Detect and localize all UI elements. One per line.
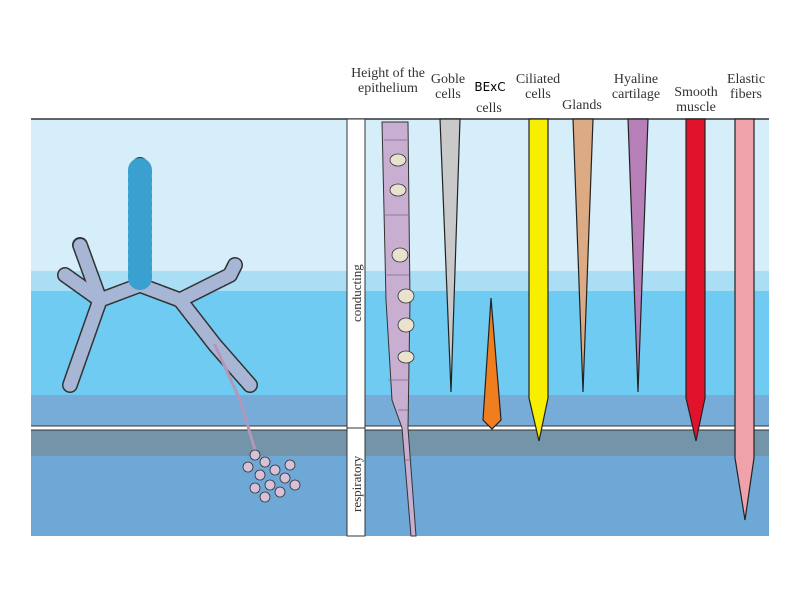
epithelium-column <box>381 121 417 537</box>
ciliated-header-top: Ciliated <box>515 72 561 87</box>
goblet-header-top: Goble <box>430 72 466 87</box>
feature-spikes <box>439 118 755 521</box>
smooth-muscle-spike <box>685 118 706 442</box>
smooth-muscle-header: Smooth muscle <box>674 85 718 115</box>
goblet-header-bottom: cells <box>435 87 461 102</box>
bexc-cells-header: cells <box>476 101 502 116</box>
goblet-cells-spike <box>439 118 461 393</box>
bexc-cells-spike <box>482 297 502 430</box>
glands-header: Glands <box>562 98 602 113</box>
overlay-label-box: BExC <box>470 76 510 98</box>
glands-spike <box>572 118 594 393</box>
hyaline-cartilage-spike <box>627 118 649 393</box>
elastic-fibers-header: Elastic fibers <box>726 72 766 102</box>
hyaline-header: Hyaline cartilage <box>611 72 661 102</box>
elastic-fibers-spike <box>734 118 755 521</box>
ciliated-cells-spike <box>528 118 549 442</box>
bronchial-tree-icon <box>57 157 301 503</box>
ciliated-header-bottom: cells <box>525 87 551 102</box>
height-header: Height of the epithelium <box>351 66 425 96</box>
respiratory-label: respiratory <box>349 455 364 512</box>
conducting-label: conducting <box>349 264 364 322</box>
zone-strip: conducting respiratory <box>346 118 366 537</box>
